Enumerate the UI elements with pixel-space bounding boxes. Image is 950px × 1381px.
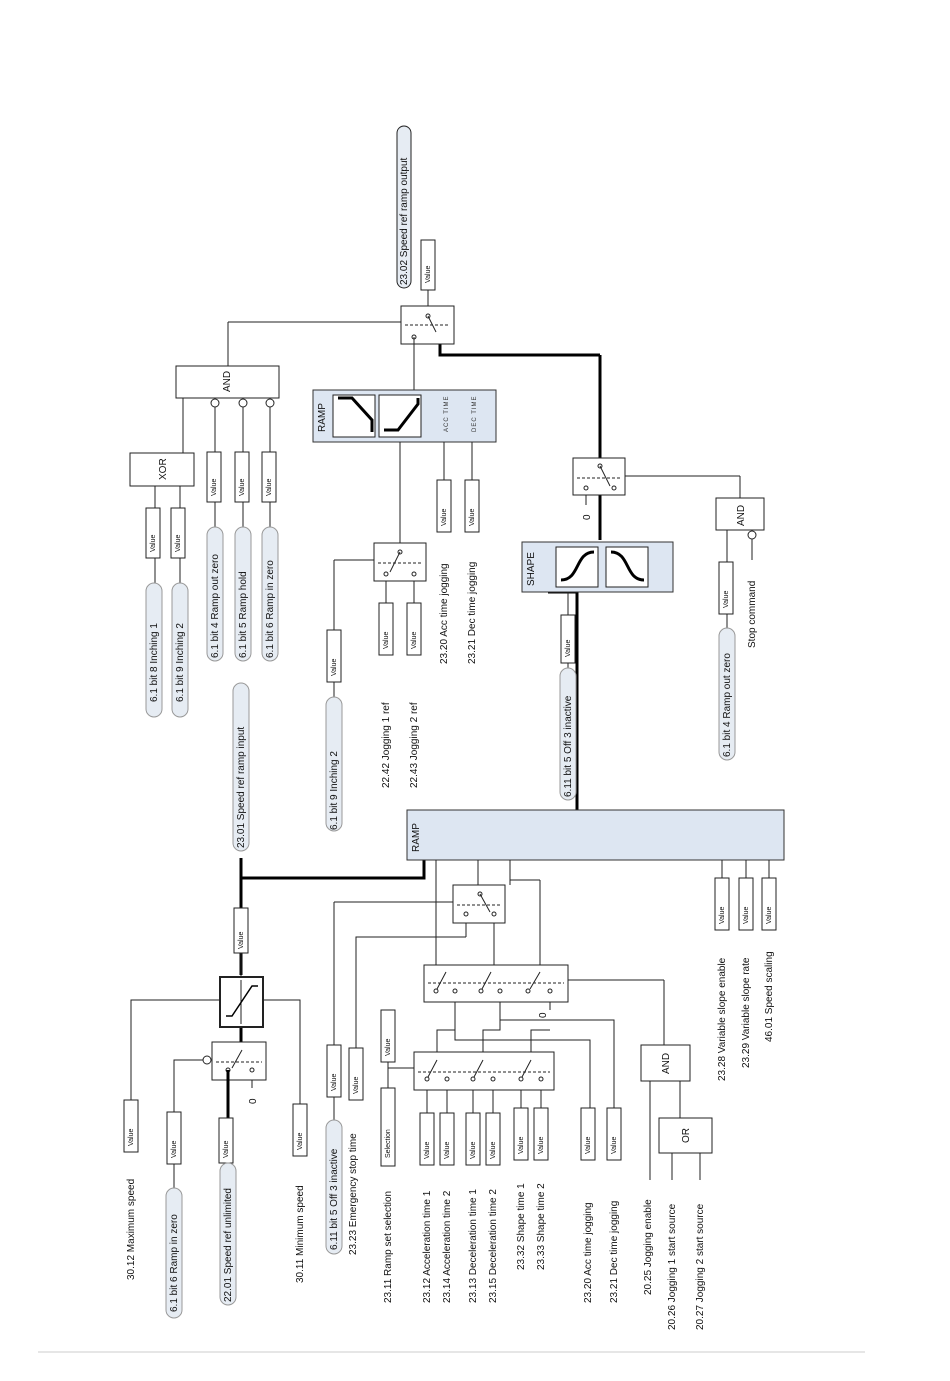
inching2-label: 6.1 bit 9 Inching 2	[175, 623, 186, 702]
svg-text:ACC TIME: ACC TIME	[444, 395, 450, 432]
svg-text:XOR: XOR	[158, 458, 169, 480]
svg-text:Value: Value	[266, 479, 273, 496]
max-speed-label: 30.12 Maximum speed	[126, 1179, 137, 1280]
ramp-in-zero-top-label: 6.1 bit 6 Ramp in zero	[265, 560, 276, 658]
svg-text:Value: Value	[150, 535, 157, 552]
svg-text:Value: Value	[175, 535, 182, 552]
ramp-out-zero-top-label: 6.1 bit 4 Ramp out zero	[210, 554, 221, 658]
svg-text:Value: Value	[518, 1137, 525, 1154]
svg-text:AND: AND	[661, 1053, 672, 1074]
jog2-ref-label: 22.43 Jogging 2 ref	[409, 702, 420, 788]
svg-text:Value: Value	[424, 1142, 431, 1159]
svg-text:SHAPE: SHAPE	[526, 552, 537, 586]
off3-inactive-mid-label: 6.11 bit 5 Off 3 inactive	[563, 695, 574, 797]
ramp-hold-label: 6.1 bit 5 Ramp hold	[238, 571, 249, 658]
svg-text:0: 0	[582, 514, 593, 520]
jog1-start-label: 20.26 Jogging 1 start source	[667, 1203, 678, 1330]
svg-text:Value: Value	[331, 659, 338, 676]
svg-text:Value: Value	[766, 907, 773, 924]
svg-text:Value: Value	[425, 266, 432, 283]
and-block-top	[175, 365, 280, 399]
dec-time-jog-bottom-label: 23.21 Dec time jogging	[609, 1201, 620, 1303]
xor-block	[129, 452, 195, 487]
svg-text:Value: Value	[211, 479, 218, 496]
svg-text:Value: Value	[239, 479, 246, 496]
shape-time1-label: 23.32 Shape time 1	[516, 1183, 527, 1270]
svg-text:Value: Value	[128, 1129, 135, 1146]
svg-text:Value: Value	[565, 640, 572, 657]
svg-text:Value: Value	[411, 632, 418, 649]
svg-text:Value: Value	[171, 1141, 178, 1158]
ramp-out-zero-right-label: 6.1 bit 4 Ramp out zero	[722, 653, 733, 757]
dec-time1-label: 23.13 Deceleration time 1	[468, 1189, 479, 1303]
jog-switch-box	[373, 542, 427, 582]
svg-text:AND: AND	[736, 505, 747, 526]
and-block-bottom	[640, 1044, 691, 1082]
shape-time2-label: 23.33 Shape time 2	[536, 1183, 547, 1270]
svg-text:Value: Value	[441, 509, 448, 526]
emergency-stop-time-label: 23.23 Emergency stop time	[348, 1133, 359, 1255]
inching1-label: 6.1 bit 8 Inching 1	[149, 623, 160, 702]
svg-text:Value: Value	[385, 1039, 392, 1056]
svg-text:Value: Value	[719, 907, 726, 924]
selection-box	[380, 1087, 396, 1167]
svg-text:Value: Value	[238, 932, 245, 949]
ramp-in-zero-bottom-label: 6.1 bit 6 Ramp in zero	[169, 1214, 180, 1312]
ramp-in-zero-switch	[211, 1041, 267, 1081]
svg-text:DEC TIME: DEC TIME	[472, 395, 478, 432]
svg-text:AND: AND	[222, 371, 233, 392]
svg-text:RAMP: RAMP	[317, 403, 328, 432]
speed-ref-ramp-output-tag	[396, 125, 412, 289]
jog2-start-label: 20.27 Jogging 2 start source	[695, 1203, 706, 1330]
off3-inactive-bottom-label: 6.11 bit 5 Off 3 inactive	[329, 1148, 340, 1250]
svg-text:Value: Value	[353, 1077, 360, 1094]
acc-time-jog-bottom-label: 23.20 Acc time jogging	[583, 1202, 594, 1303]
acc-time1-label: 23.12 Acceleration time 1	[422, 1190, 433, 1303]
svg-text:Value: Value	[469, 509, 476, 526]
speed-ref-unlimited-label: 22.01 Speed ref unlimited	[223, 1188, 234, 1302]
jogging-enable-label: 20.25 Jogging enable	[643, 1199, 654, 1295]
stop-command-label: Stop command	[747, 581, 758, 648]
output-value-box	[420, 239, 436, 291]
var-slope-enable-label: 23.28 Variable slope enable	[717, 957, 728, 1081]
var-slope-rate-label: 23.29 Variable slope rate	[741, 957, 752, 1068]
svg-text:OR: OR	[681, 1128, 692, 1143]
min-speed-label: 30.11 Minimum speed	[295, 1185, 306, 1283]
and-block-right	[715, 497, 765, 531]
dec-time2-label: 23.15 Deceleration time 2	[488, 1189, 499, 1303]
main-ramp-block	[406, 809, 785, 861]
dec-time-jog-top-label: 23.21 Dec time jogging	[467, 562, 478, 664]
ramp-input-bus	[239, 858, 426, 880]
svg-text:Value: Value	[723, 591, 730, 608]
svg-text:Value: Value	[611, 1137, 618, 1154]
svg-text:0: 0	[538, 1012, 549, 1018]
svg-text:Value: Value	[444, 1142, 451, 1159]
svg-text:Value: Value	[297, 1133, 304, 1150]
or-block	[658, 1117, 713, 1154]
speed-scaling-label: 46.01 Speed scaling	[764, 951, 775, 1042]
svg-text:Value: Value	[331, 1074, 338, 1091]
svg-text:RAMP: RAMP	[411, 823, 422, 852]
emergency-switch-box	[452, 884, 506, 924]
svg-text:0: 0	[248, 1098, 259, 1104]
svg-text:Value: Value	[383, 632, 390, 649]
svg-text:Value: Value	[490, 1142, 497, 1159]
acc-time-jog-top-label: 23.20 Acc time jogging	[439, 563, 450, 664]
svg-text:Value: Value	[743, 907, 750, 924]
svg-text:Selection: Selection	[385, 1129, 392, 1158]
shape-switch-box	[572, 457, 626, 496]
acc-time2-label: 23.14 Acceleration time 2	[442, 1190, 453, 1303]
ramp-set-switch-lower	[413, 1051, 555, 1091]
speed-ref-ramp-input-label: 23.01 Speed ref ramp input	[236, 727, 247, 848]
ramp-set-selection-label: 23.11 Ramp set selection	[383, 1191, 394, 1303]
inching2-mid-label: 6.1 bit 9 Inching 2	[329, 751, 340, 830]
svg-text:Value: Value	[223, 1141, 230, 1158]
jog1-ref-label: 22.42 Jogging 1 ref	[381, 702, 392, 788]
speed-ref-ramp-output-label: 23.02 Speed ref ramp output	[399, 157, 410, 285]
svg-text:Value: Value	[470, 1142, 477, 1159]
svg-text:Value: Value	[538, 1137, 545, 1154]
svg-text:Value: Value	[585, 1137, 592, 1154]
